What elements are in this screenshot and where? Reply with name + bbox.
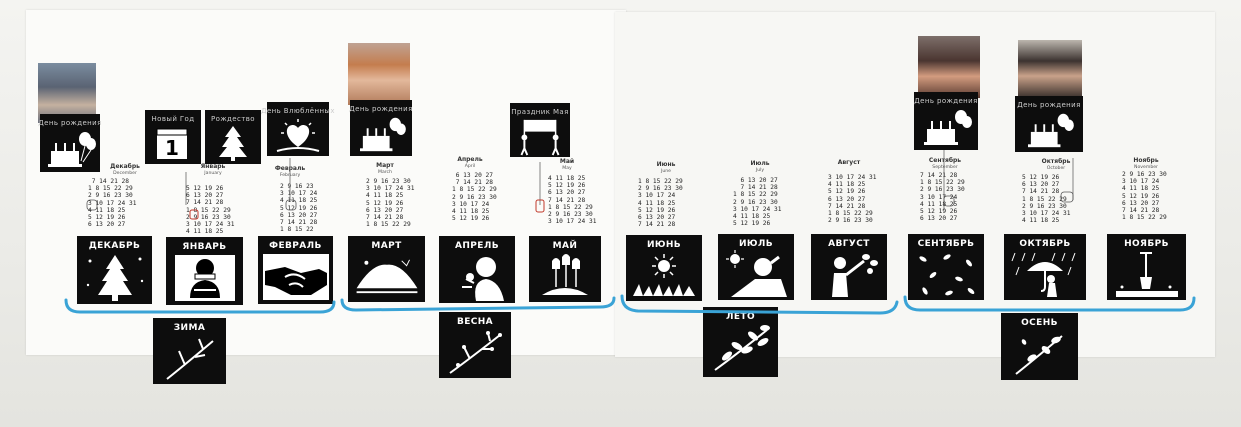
winter-bracket: [66, 300, 334, 312]
summer-bracket: [622, 296, 897, 313]
spring-bracket: [342, 298, 614, 310]
circle-feb: [286, 200, 296, 210]
circle-dec: [87, 200, 97, 210]
circle-oct: [1061, 192, 1073, 202]
autumn-bracket: [905, 297, 1194, 310]
circle-sep: [944, 196, 954, 206]
circle-newyear: [190, 210, 198, 219]
